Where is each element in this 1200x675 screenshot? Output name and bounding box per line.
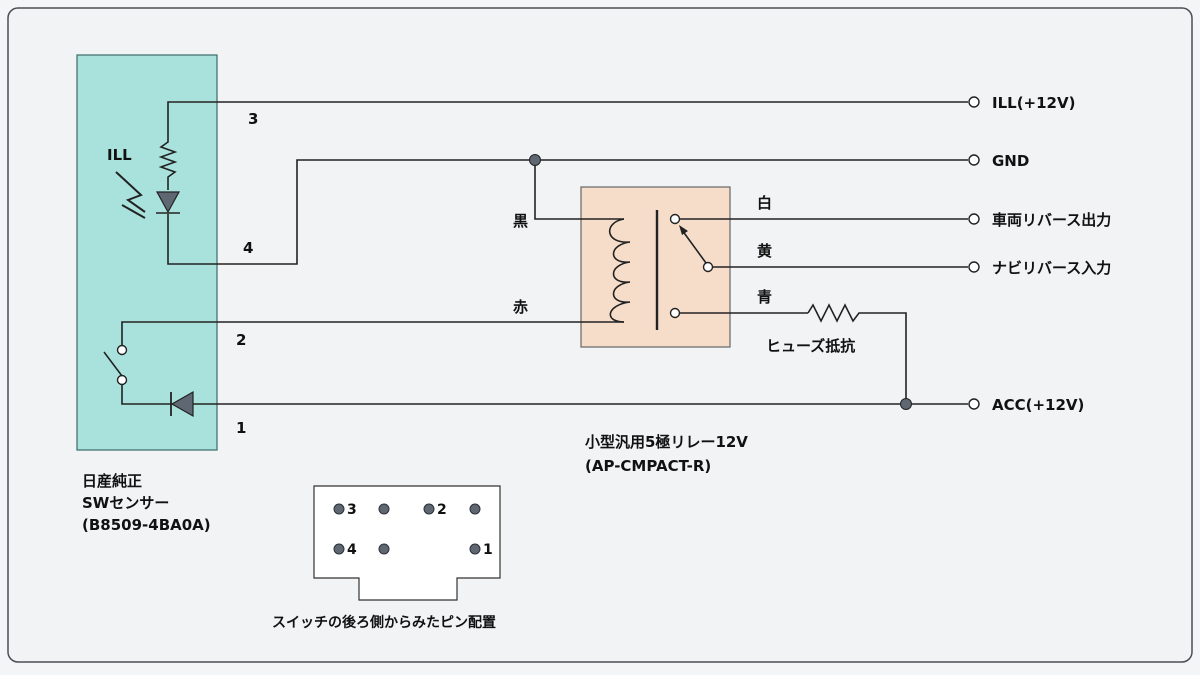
relay-contact-nc bbox=[669, 307, 681, 319]
relay-armature bbox=[681, 229, 707, 264]
sensor-caption-line-2: SWセンサー bbox=[82, 494, 169, 512]
connector-pin-4 bbox=[333, 543, 345, 555]
relay-contact-no bbox=[669, 213, 681, 225]
connector-pin-blank-b bbox=[469, 503, 481, 515]
terminal-vehicle-reverse bbox=[968, 213, 980, 225]
diode-icon bbox=[170, 390, 194, 418]
wire-acc bbox=[121, 384, 968, 405]
connector-pin-blank-c bbox=[378, 543, 390, 555]
pin-label-3: 3 bbox=[248, 110, 258, 128]
relay-contact-com bbox=[702, 261, 714, 273]
pin-label-2: 2 bbox=[236, 331, 246, 349]
connector-pin-label-3: 3 bbox=[347, 502, 357, 518]
wires bbox=[121, 101, 968, 405]
connector-pin-label-2: 2 bbox=[437, 502, 447, 518]
light-arrow-icon bbox=[115, 171, 146, 213]
fuse-resistor-label: ヒューズ抵抗 bbox=[766, 337, 855, 355]
terminal-acc bbox=[968, 398, 980, 410]
pin-label-4: 4 bbox=[243, 239, 253, 257]
connector-pin-3 bbox=[333, 503, 345, 515]
terminal-label-vehicle-reverse: 車両リバース出力 bbox=[992, 211, 1111, 229]
terminal-label-navi-reverse: ナビリバース入力 bbox=[992, 259, 1111, 277]
sensor-led bbox=[115, 137, 181, 219]
wire-gnd-pin4 bbox=[167, 159, 968, 265]
wire-coil-bottom bbox=[121, 321, 605, 346]
junction-node-gnd bbox=[529, 154, 541, 166]
junction-node-acc bbox=[900, 398, 912, 410]
switch-contact-top bbox=[116, 344, 128, 356]
led-diode-icon bbox=[155, 191, 181, 214]
sensor-caption-line-3: (B8509-4BA0A) bbox=[82, 516, 211, 534]
relay-caption-line-1: 小型汎用5極リレー12V bbox=[585, 433, 748, 451]
wire-coil-top bbox=[534, 160, 605, 220]
relay-coil bbox=[605, 210, 659, 330]
terminal-circles bbox=[968, 96, 980, 410]
wire-ill bbox=[167, 101, 968, 137]
armature-arrow-icon bbox=[679, 225, 688, 235]
sensor-caption-line-1: 日産純正 bbox=[82, 472, 142, 490]
sensor-switch bbox=[103, 344, 128, 386]
connector-pin-label-1: 1 bbox=[483, 542, 493, 558]
light-arrow-icon-2 bbox=[121, 204, 146, 219]
connector-diagram: 3 2 4 1 スイッチの後ろ側からみたピン配置 bbox=[272, 485, 501, 631]
contact-blue-label: 青 bbox=[757, 288, 772, 306]
contact-yellow-label: 黄 bbox=[757, 242, 772, 260]
fuse-resistor bbox=[807, 303, 862, 323]
connector-pin-blank-a bbox=[378, 503, 390, 515]
coil-wire-red-label: 赤 bbox=[513, 298, 528, 316]
relay-contacts bbox=[669, 213, 714, 319]
relay-caption-line-2: (AP-CMPACT-R) bbox=[585, 457, 711, 475]
connector-pin-label-4: 4 bbox=[347, 542, 357, 558]
connector-outline bbox=[313, 485, 501, 601]
terminal-label-gnd: GND bbox=[992, 152, 1029, 170]
sensor-diode bbox=[170, 390, 194, 418]
terminal-ill bbox=[968, 96, 980, 108]
pin-label-1: 1 bbox=[236, 419, 246, 437]
connector-caption: スイッチの後ろ側からみたピン配置 bbox=[272, 614, 496, 631]
terminal-label-acc: ACC(+12V) bbox=[992, 396, 1084, 414]
terminal-gnd bbox=[968, 154, 980, 166]
switch-blade bbox=[103, 351, 123, 377]
contact-white-label: 白 bbox=[757, 194, 772, 212]
terminal-navi-reverse bbox=[968, 261, 980, 273]
wire-resistor-to-acc bbox=[862, 312, 907, 404]
sensor-body bbox=[76, 54, 218, 451]
connector-pin-2 bbox=[423, 503, 435, 515]
terminal-label-ill: ILL(+12V) bbox=[992, 94, 1075, 112]
led-resistor bbox=[158, 137, 178, 190]
switch-contact-bottom bbox=[116, 374, 128, 386]
connector-pin-1 bbox=[469, 543, 481, 555]
ill-label: ILL bbox=[107, 146, 132, 164]
coil-wire-black-label: 黒 bbox=[513, 212, 528, 230]
